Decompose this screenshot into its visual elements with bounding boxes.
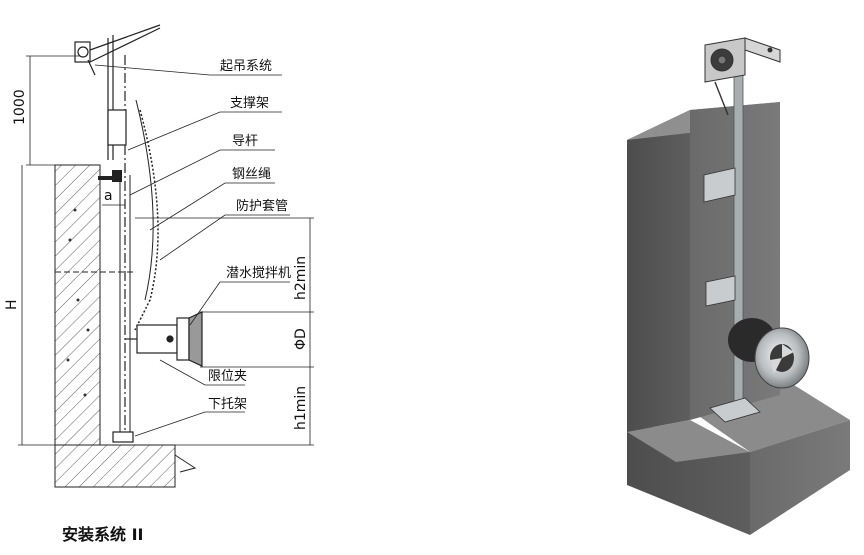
submersible-mixer xyxy=(125,311,203,367)
label-wire-rope: 钢丝绳 xyxy=(232,167,271,182)
lifting-system-3d xyxy=(704,37,781,116)
technical-drawing: 1000 a H h2min ΦD h1min 起吊系统 支撑架 导杆 钢丝绳 … xyxy=(4,24,314,488)
label-lifting-system: 起吊系统 xyxy=(220,59,272,74)
dim-total-height: H xyxy=(4,299,20,310)
dim-diameter: ΦD xyxy=(293,328,309,350)
wire-rope xyxy=(134,109,159,331)
dim-h2: h2min xyxy=(293,256,309,300)
dim-top-height: 1000 xyxy=(12,89,28,125)
wall-section xyxy=(54,164,101,446)
dim-h1: h1min xyxy=(293,386,309,430)
submersible-mixer-3d xyxy=(728,318,810,389)
label-protective-sleeve: 防护套管 xyxy=(236,198,288,214)
label-lower-bracket: 下托架 xyxy=(208,397,247,412)
label-submersible-mixer: 潜水搅拌机 xyxy=(226,265,291,281)
support-frame xyxy=(107,109,127,146)
render-3d xyxy=(627,37,850,535)
label-limit-clamp: 限位夹 xyxy=(208,369,247,384)
dim-offset-a: a xyxy=(104,188,113,204)
caption-installation-system: 安装系统 II xyxy=(62,525,144,544)
support-brackets-3d xyxy=(703,167,761,423)
floor-section xyxy=(54,444,176,488)
lower-bracket xyxy=(112,431,134,443)
label-support-frame: 支撑架 xyxy=(230,96,269,111)
label-guide-rod: 导杆 xyxy=(232,134,258,149)
